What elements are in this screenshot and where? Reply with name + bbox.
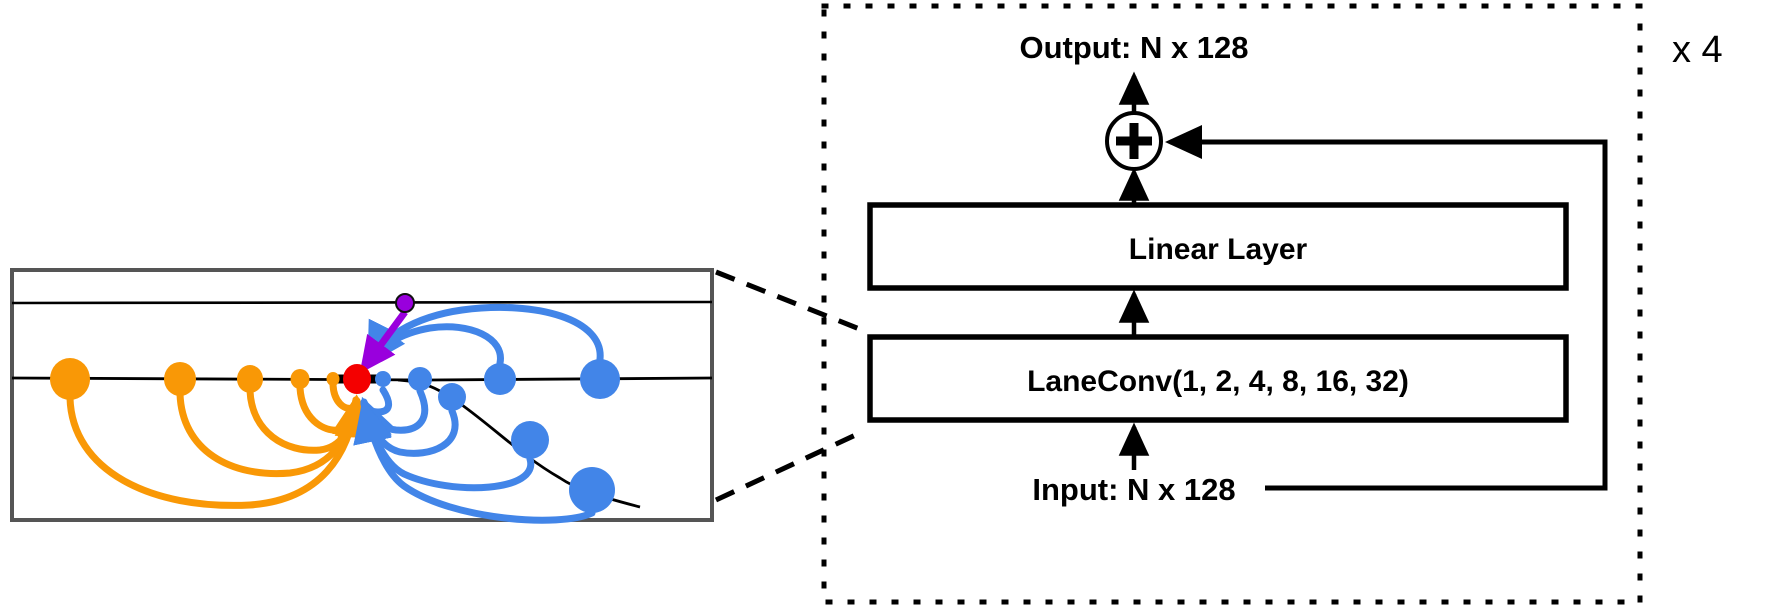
laneconv-label: LaneConv(1, 2, 4, 8, 16, 32) [1027, 365, 1409, 398]
input-label: Input: N x 128 [1032, 472, 1235, 507]
lane-line-upper [11, 300, 713, 305]
zoom-connector-upper [715, 269, 863, 333]
lane-line-main-right [429, 376, 713, 382]
predecessor-node [237, 365, 263, 393]
residual-connection [1165, 125, 1608, 491]
predecessor-node [164, 362, 196, 396]
successor-node [438, 383, 466, 411]
pred-edge-1 [66, 394, 372, 509]
successor-node [569, 467, 615, 513]
cross-lane-source-node [395, 293, 415, 313]
predecessor-node [290, 369, 310, 389]
successor-node [580, 359, 620, 399]
repeat-block-dotted-border [821, 3, 1643, 605]
successor-node-group [375, 359, 620, 513]
predecessor-node [326, 372, 340, 386]
linear-layer-label: Linear Layer [1129, 233, 1308, 266]
cross-lane-edge [359, 309, 408, 374]
output-label: Output: N x 128 [1019, 30, 1248, 65]
successor-node [408, 367, 432, 391]
successor-node [484, 363, 516, 395]
laneconv-box[interactable] [867, 334, 1569, 423]
plus-icon [1116, 123, 1152, 159]
predecessor-node [50, 358, 90, 400]
succ-edge-7 [353, 400, 596, 524]
center-node [343, 364, 371, 394]
predecessor-node-group [50, 358, 340, 400]
successor-node [375, 371, 391, 387]
linear-layer-box[interactable] [867, 202, 1569, 291]
repeat-count-label: x 4 [1672, 29, 1723, 71]
successor-node [511, 421, 549, 459]
zoom-connector-lower [714, 429, 864, 503]
